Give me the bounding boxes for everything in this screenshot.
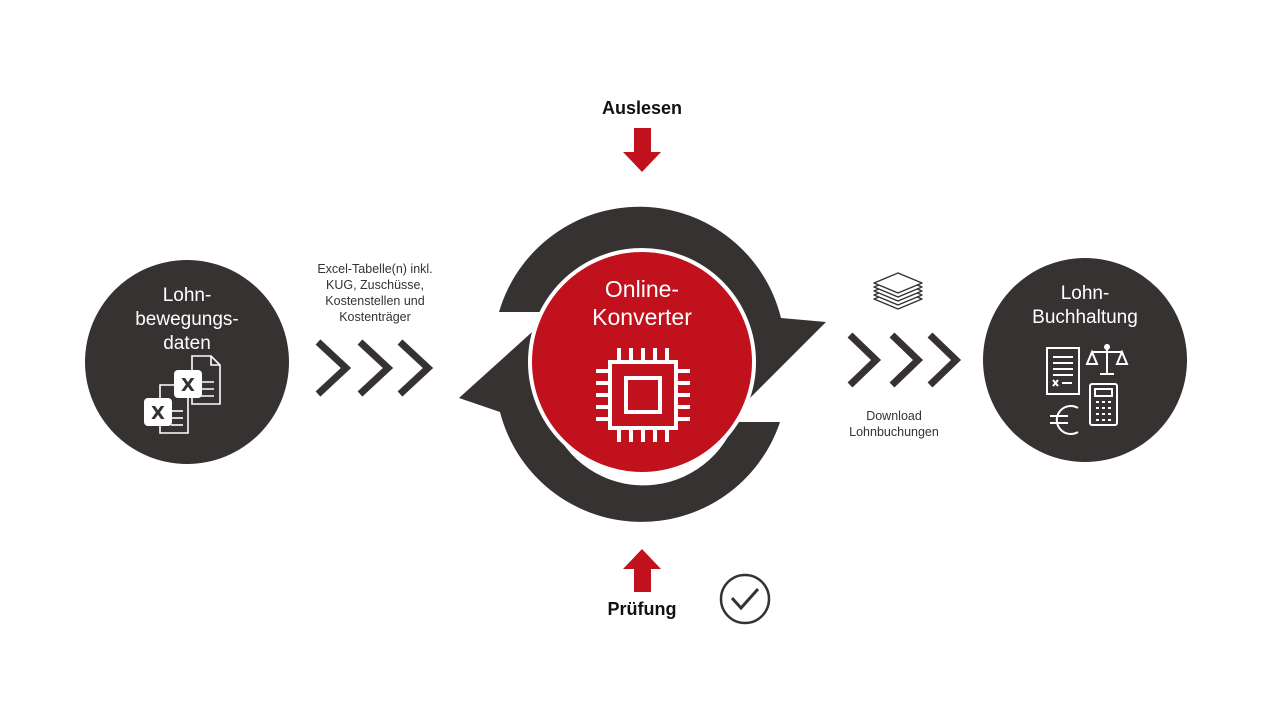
check-arrow-icon — [623, 549, 661, 592]
svg-text:X: X — [181, 375, 195, 396]
input-note: Excel-Tabelle(n) inkl. KUG, Zuschüsse, K… — [317, 262, 433, 324]
document-icon — [1046, 347, 1080, 395]
processor-chip-icon — [596, 348, 690, 442]
target-label: Lohn- Buchhaltung — [1032, 283, 1138, 328]
excel-badges: X X — [144, 370, 202, 426]
target-circle — [983, 258, 1187, 462]
output-chevrons — [847, 332, 962, 388]
svg-text:X: X — [151, 403, 165, 424]
source-circle — [85, 260, 289, 464]
read-label: Auslesen — [601, 98, 683, 118]
euro-icon — [1050, 405, 1079, 435]
scales-icon — [1085, 344, 1129, 375]
document-stack-icon — [873, 272, 923, 310]
read-arrow-icon — [623, 128, 661, 172]
calculator-icon — [1089, 383, 1118, 426]
source-label: Lohn- bewegungs- daten — [135, 285, 239, 354]
output-note: Download Lohnbuchungen — [849, 409, 939, 439]
input-chevrons — [315, 339, 434, 397]
accounting-icons — [1046, 344, 1129, 435]
center-label: Online- Konverter — [592, 276, 692, 330]
check-label: Prüfung — [607, 599, 677, 619]
checkmark-circle-icon — [719, 573, 771, 625]
